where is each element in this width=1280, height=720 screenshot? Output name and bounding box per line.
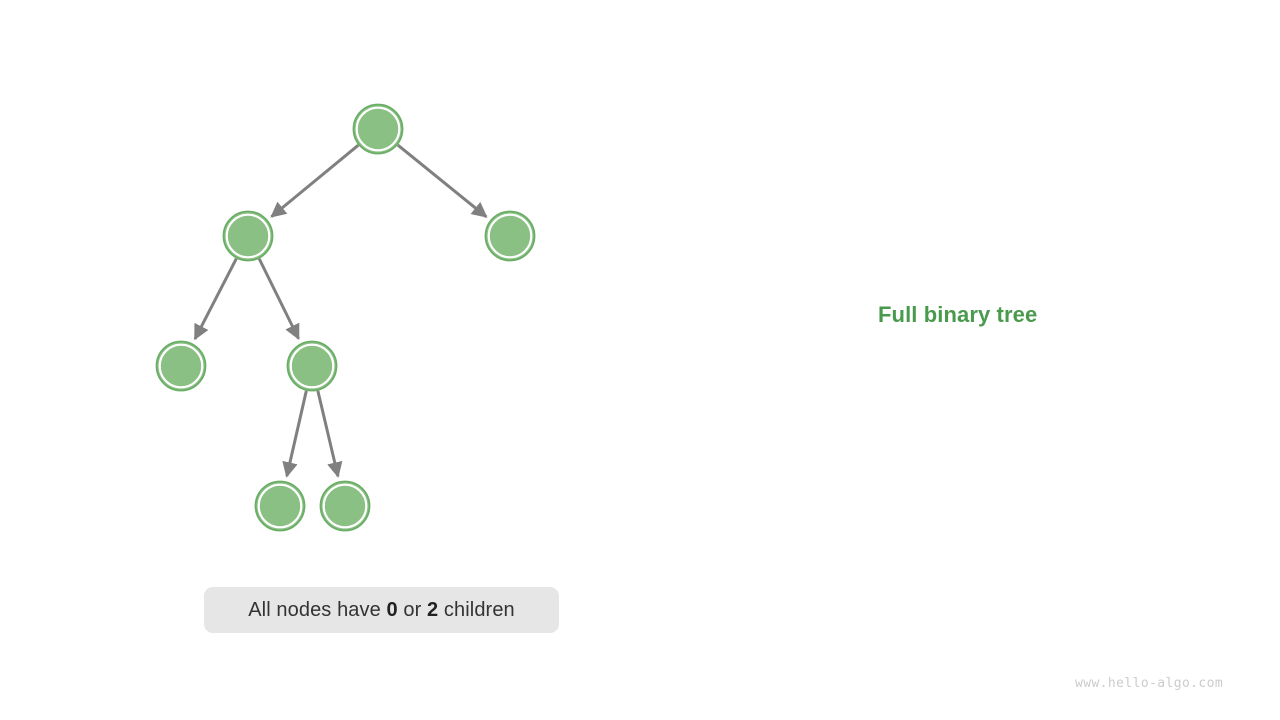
caption-badge: All nodes have 0 or 2 children <box>204 587 559 633</box>
tree-edge <box>316 390 343 478</box>
tree-node[interactable] <box>254 480 306 532</box>
tree-node[interactable] <box>155 340 207 392</box>
caption-bold-two: 2 <box>427 598 439 621</box>
node-gap-ring <box>289 343 335 389</box>
tree-node-layer <box>155 103 536 532</box>
caption-prefix: All nodes have <box>248 598 387 621</box>
node-fill <box>325 486 365 526</box>
tree-edge <box>257 258 300 341</box>
caption-middle: or <box>397 598 428 621</box>
node-gap-ring <box>225 213 271 259</box>
node-gap-ring <box>355 106 401 152</box>
node-fill <box>292 346 332 386</box>
site-watermark: www.hello-algo.com <box>1075 676 1224 691</box>
tree-node[interactable] <box>222 210 274 262</box>
caption-bold-zero: 0 <box>386 598 398 621</box>
tree-edge-layer <box>193 143 488 478</box>
node-fill <box>161 346 201 386</box>
node-gap-ring <box>158 343 204 389</box>
node-fill <box>358 109 398 149</box>
node-fill <box>228 216 268 256</box>
tree-edge <box>282 390 308 478</box>
tree-node[interactable] <box>484 210 536 262</box>
diagram-title: Full binary tree <box>878 302 1038 327</box>
node-gap-ring <box>257 483 303 529</box>
caption-suffix: children <box>438 598 515 621</box>
node-gap-ring <box>322 483 368 529</box>
tree-node[interactable] <box>286 340 338 392</box>
tree-edge <box>193 257 238 341</box>
node-gap-ring <box>487 213 533 259</box>
caption-label: All nodes have 0 or 2 children <box>248 599 515 622</box>
tree-edge <box>396 143 488 218</box>
node-fill <box>260 486 300 526</box>
tree-edge <box>270 144 360 218</box>
tree-node[interactable] <box>352 103 404 155</box>
tree-node[interactable] <box>319 480 371 532</box>
node-fill <box>490 216 530 256</box>
